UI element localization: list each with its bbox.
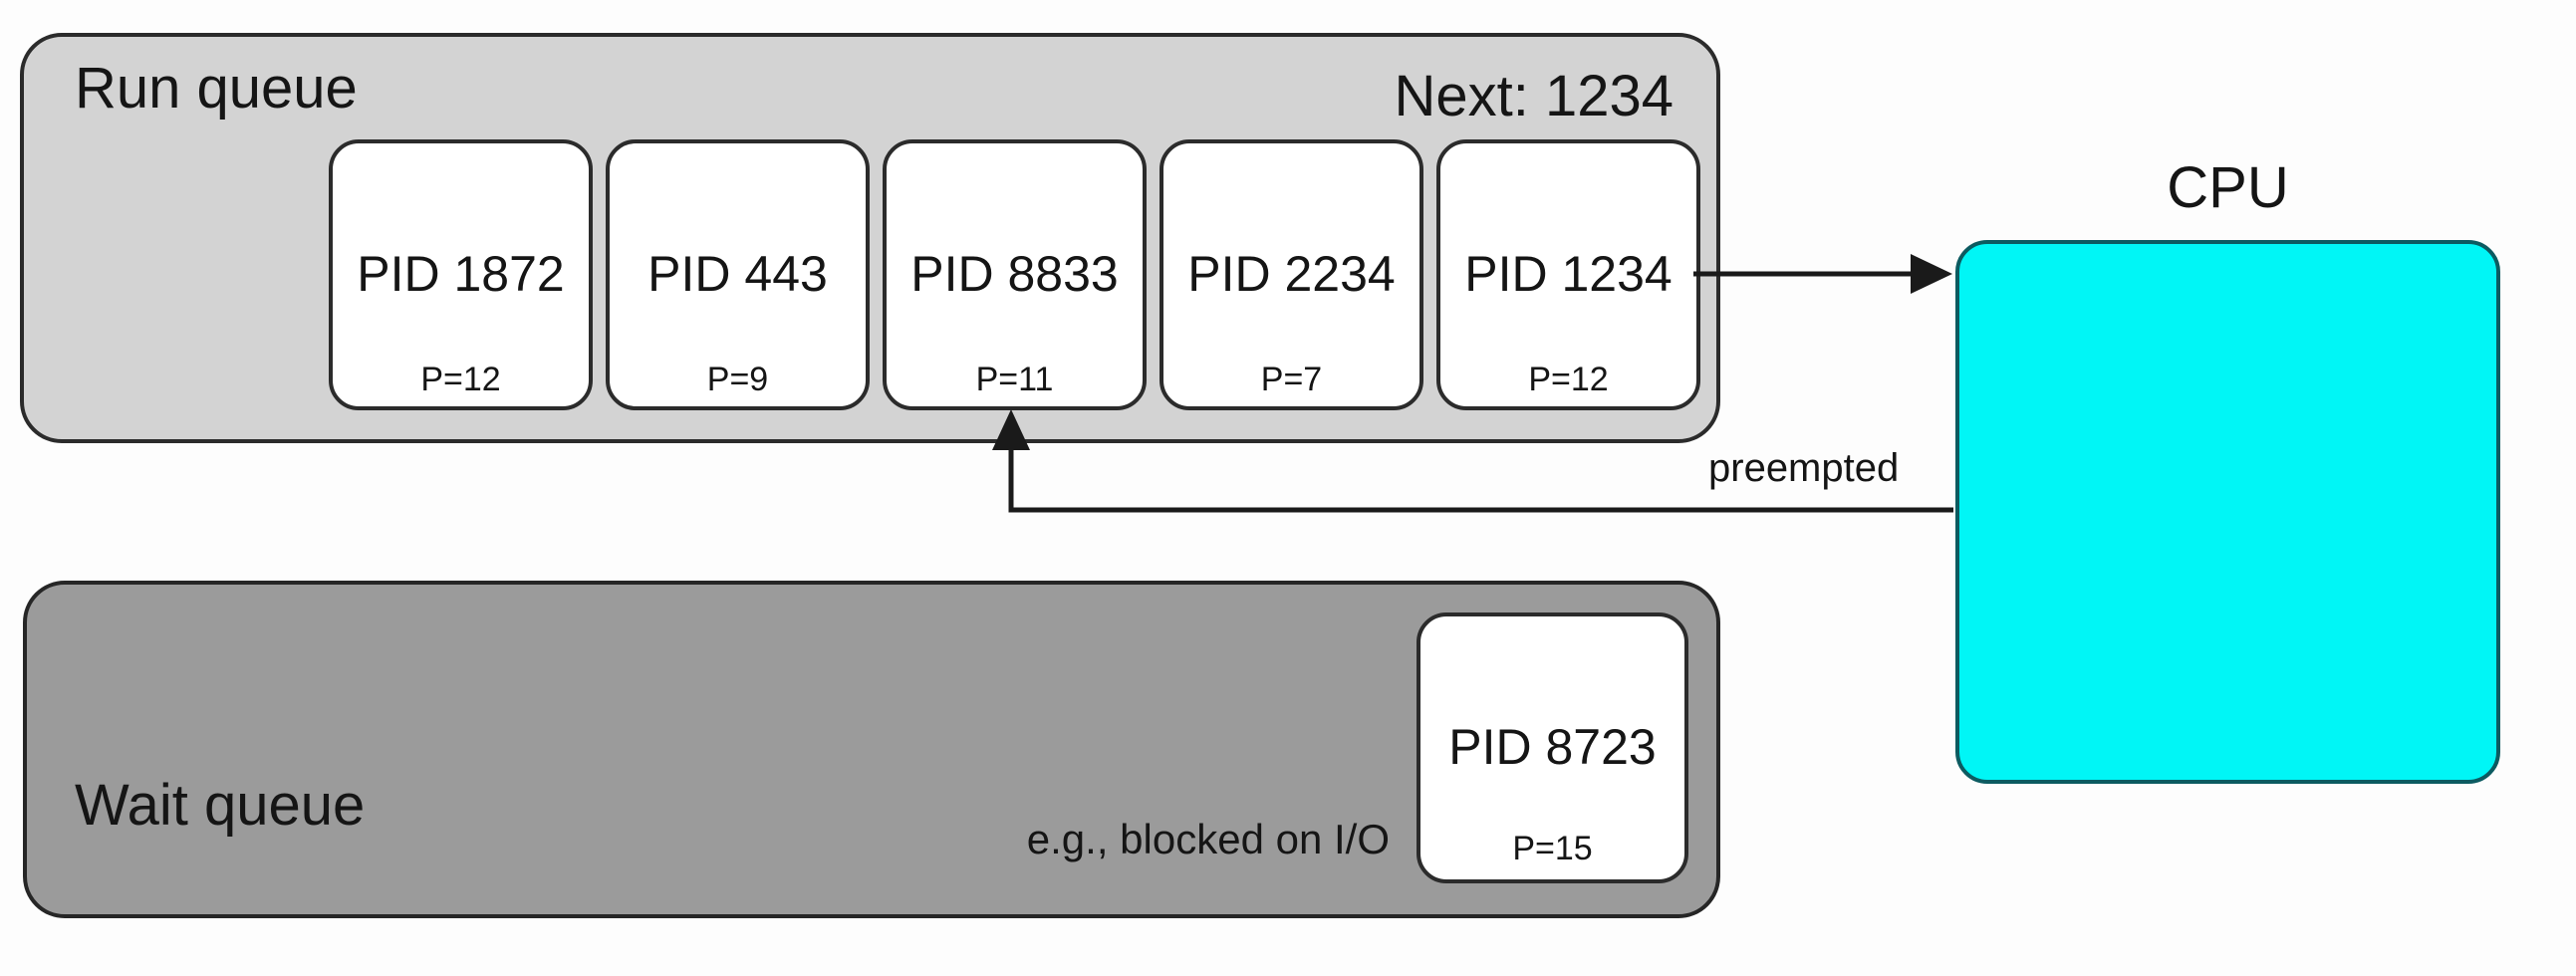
process-card: PID 1872 P=12 [329, 139, 593, 410]
process-card: PID 1234 P=12 [1436, 139, 1700, 410]
process-pid: PID 2234 [1187, 246, 1396, 302]
process-card: PID 443 P=9 [606, 139, 870, 410]
preempted-arrow-label: preempted [1708, 446, 1900, 490]
process-priority: P=11 [975, 361, 1054, 398]
process-pid: PID 8833 [910, 246, 1119, 302]
process-priority: P=7 [1260, 361, 1323, 398]
process-card: PID 8833 P=11 [883, 139, 1147, 410]
process-priority: P=9 [706, 361, 769, 398]
run-queue-title: Run queue [75, 56, 358, 121]
dispatch-arrow-icon [1693, 254, 1952, 294]
cpu-box [1955, 240, 2500, 784]
process-priority: P=15 [1512, 830, 1593, 867]
run-queue-next-pid: Next: 1234 [1394, 64, 1674, 128]
process-pid: PID 8723 [1448, 719, 1657, 775]
process-card: PID 2234 P=7 [1159, 139, 1423, 410]
wait-queue-note: e.g., blocked on I/O [1026, 816, 1390, 862]
process-pid: PID 1234 [1464, 246, 1673, 302]
cpu-title: CPU [2167, 155, 2289, 220]
process-priority: P=12 [420, 361, 501, 398]
process-pid: PID 1872 [357, 246, 565, 302]
wait-queue-title: Wait queue [75, 773, 366, 838]
process-pid: PID 443 [647, 246, 828, 302]
process-priority: P=12 [1528, 361, 1609, 398]
process-card: PID 8723 P=15 [1417, 612, 1688, 883]
